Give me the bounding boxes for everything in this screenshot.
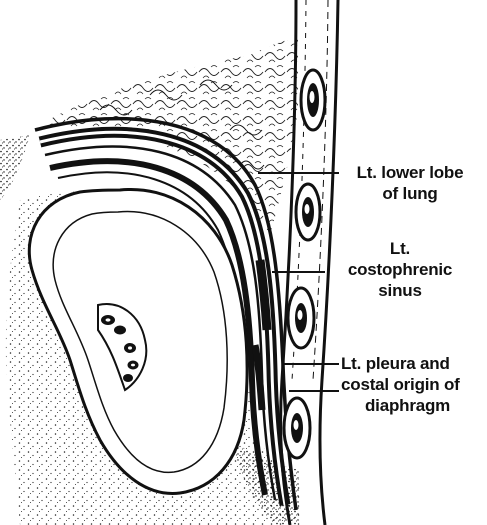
label-lt-costophrenic-sinus: Lt. costophrenic sinus	[330, 238, 470, 301]
rib-section-4	[284, 398, 310, 458]
label-lt-lower-lobe-line2: of lung	[340, 183, 480, 204]
label-pleura-line1: Lt. pleura and	[341, 353, 460, 374]
label-sinus-line1: Lt.	[330, 238, 470, 259]
label-lt-lower-lobe-line1: Lt. lower lobe	[340, 162, 480, 183]
label-sinus-line3: sinus	[330, 280, 470, 301]
label-lt-lower-lobe: Lt. lower lobe of lung	[340, 162, 480, 204]
rib-section-1	[301, 70, 325, 130]
label-pleura-line2: costal origin of	[341, 374, 460, 395]
label-sinus-line2: costophrenic	[330, 259, 470, 280]
rib-section-3	[288, 288, 314, 348]
label-pleura-line3: diaphragm	[341, 395, 460, 416]
rib-section-2	[296, 184, 320, 240]
label-lt-pleura-costal-origin: Lt. pleura and costal origin of diaphrag…	[341, 353, 460, 416]
